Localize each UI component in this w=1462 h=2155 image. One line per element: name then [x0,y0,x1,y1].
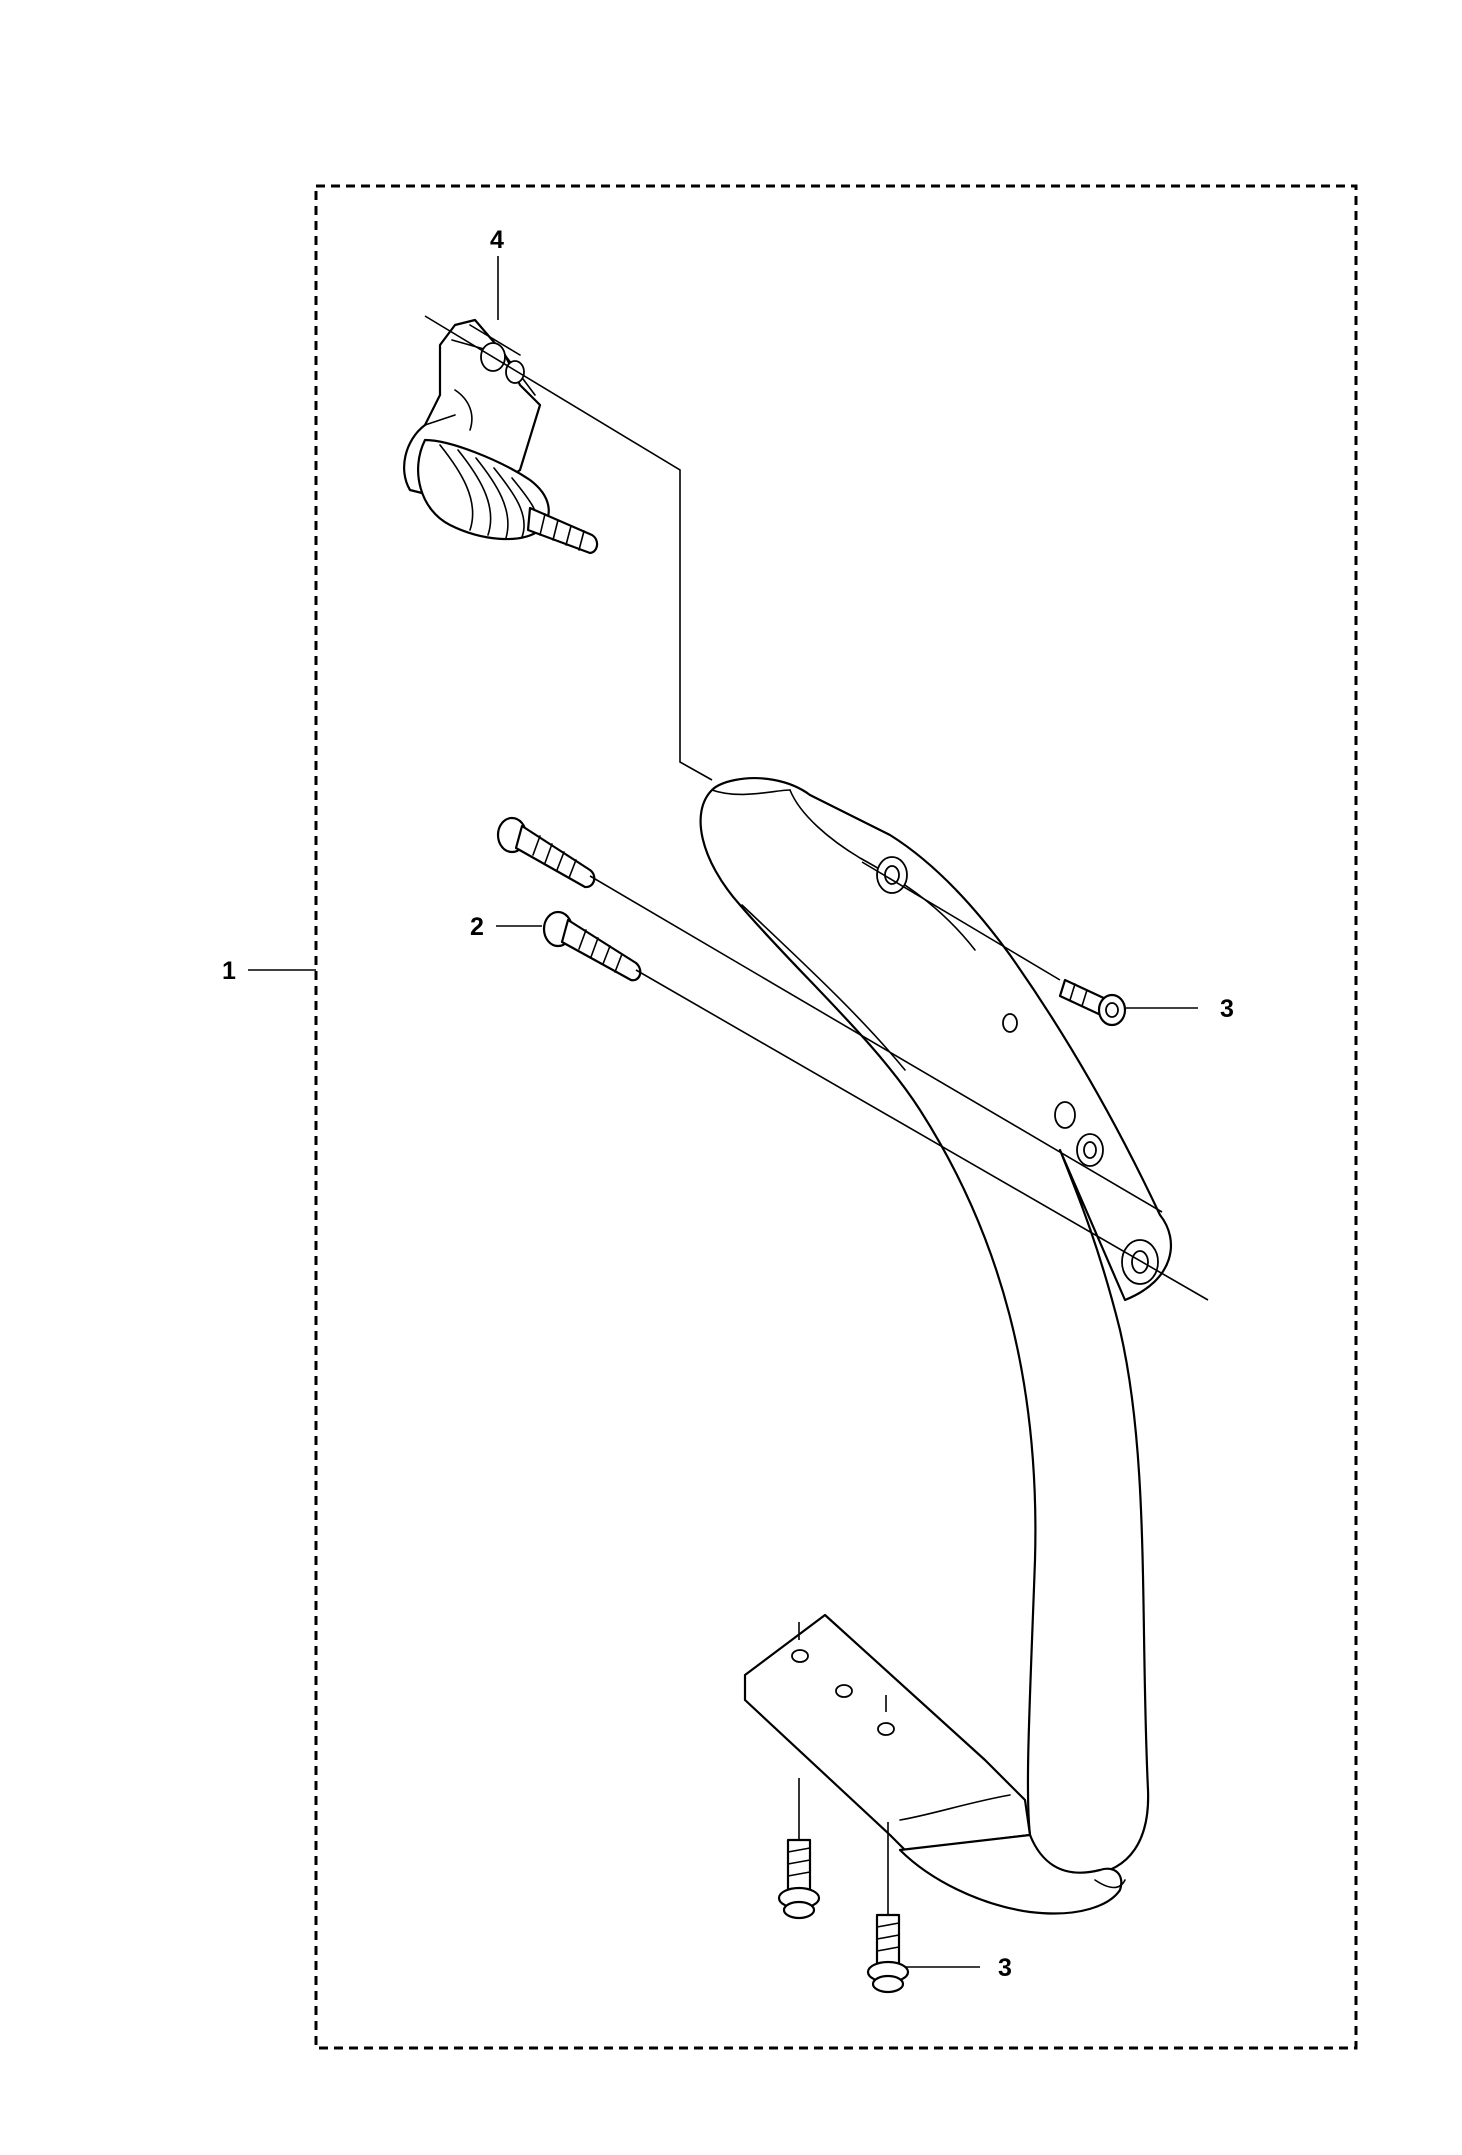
screw-bottom-left[interactable] [777,1838,821,1920]
screw-upper-left[interactable] [496,816,596,889]
callout-assembly: 1 [222,957,236,985]
screw-lower-left[interactable] [542,910,642,982]
screw-bottom-right[interactable] [866,1913,910,1994]
assembly-lines [424,315,1209,1915]
anti-vibration-element[interactable] [403,318,599,555]
assembly-boundary [314,184,1358,2050]
callout-anti-vibration-element: 4 [490,226,504,254]
front-handle[interactable] [699,777,1173,1915]
screw-right[interactable] [1058,978,1127,1027]
leader-lines [248,256,1198,1968]
callout-screw-bottom: 3 [998,1954,1012,1982]
callout-screw-left: 2 [470,913,484,941]
callout-screw-right: 3 [1220,995,1234,1023]
